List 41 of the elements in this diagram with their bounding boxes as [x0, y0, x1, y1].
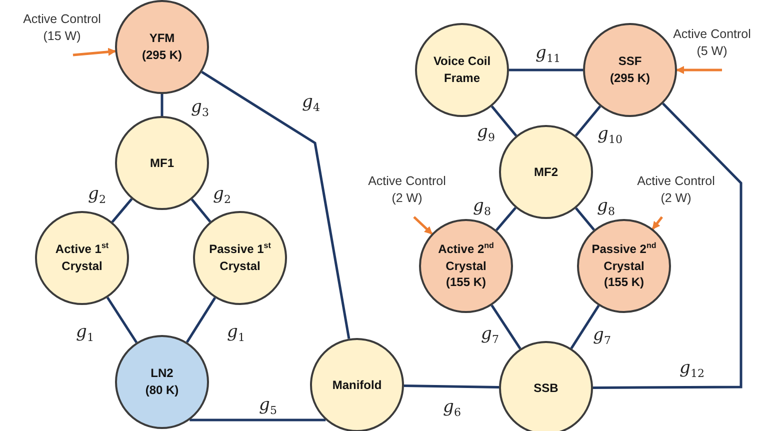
arrow	[72, 48, 116, 56]
connector-line	[404, 384, 500, 388]
connector-line	[490, 304, 522, 350]
connector-line	[190, 418, 326, 422]
arrow	[652, 216, 663, 230]
node-label: YFM	[149, 30, 175, 47]
node-label: MF2	[534, 164, 558, 180]
node-label: (155 K)	[604, 274, 644, 292]
node-label: Active 2$^{nd}$ Crystal	[437, 240, 495, 274]
connector-line	[496, 206, 516, 232]
arrow	[413, 216, 433, 235]
node-label: Voice Coil Frame	[432, 53, 492, 87]
connector-line	[190, 198, 212, 222]
connector-line	[570, 304, 600, 350]
connector-line	[186, 297, 216, 343]
node-label: MF1	[150, 154, 174, 172]
node-label: Passive 1$^{st}$ Crystal	[208, 241, 272, 275]
arrow	[676, 66, 722, 74]
node-label: SSB	[534, 380, 558, 396]
node-label: Manifold	[332, 376, 382, 394]
node-label: LN2	[150, 365, 174, 382]
annotation-text: Active Control (5 W)	[672, 26, 752, 60]
connector-line	[509, 68, 583, 72]
annotation-text: Active Control (2 W)	[367, 173, 447, 207]
connector-line	[160, 94, 164, 116]
annotation-text: Active Control (2 W)	[636, 173, 716, 207]
node-label: Active 1$^{st}$ Crystal	[54, 241, 110, 275]
node-label: (295 K)	[142, 47, 182, 64]
connector-line	[111, 198, 133, 223]
node-label: (80 K)	[145, 382, 179, 399]
connector-line	[593, 102, 742, 389]
connector-line	[574, 105, 602, 137]
connector-line	[575, 207, 595, 231]
connector-line	[490, 105, 518, 137]
node-label: (295 K)	[610, 70, 650, 87]
annotation-text: Active Control (15 W)	[22, 11, 102, 45]
connector-line	[106, 296, 138, 344]
node-label: Passive 2$^{nd}$ Crystal	[590, 240, 658, 274]
node-label: SSF	[618, 53, 642, 70]
connector-line	[201, 70, 350, 339]
node-label: (155 K)	[446, 274, 486, 292]
